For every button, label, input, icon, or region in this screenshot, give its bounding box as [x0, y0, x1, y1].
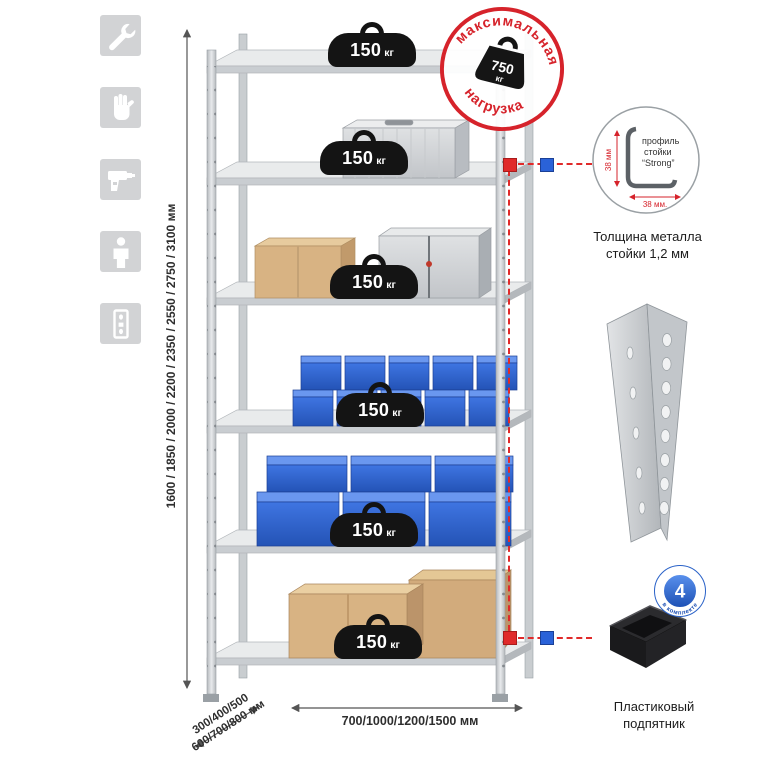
profile-title-line: “Strong”	[642, 158, 675, 168]
rack-front-posts	[203, 49, 508, 702]
weight-handle-icon	[362, 254, 386, 270]
callout-connector-top	[518, 163, 592, 165]
kit-count: 4	[675, 582, 686, 603]
weight-handle-icon	[352, 130, 376, 146]
load-value: 150	[356, 631, 388, 652]
kit-count-badge: 4 в комплекте	[654, 565, 706, 617]
height-dimension-label: 1600 / 1850 / 2000 / 2200 / 2350 / 2550 …	[164, 203, 178, 509]
load-value: 150	[342, 147, 374, 168]
blue-marker-square	[540, 631, 554, 645]
load-unit: кг	[392, 406, 402, 419]
thickness-caption-line2: стойки 1,2 мм	[606, 245, 689, 261]
load-unit: кг	[386, 278, 396, 291]
red-marker-square	[503, 158, 517, 172]
load-value: 150	[352, 271, 384, 292]
perforated-post-icon	[100, 303, 141, 344]
drill-icon	[100, 159, 141, 200]
thickness-caption-line1: Толщина металла	[593, 229, 702, 244]
profile-title-line: стойки	[644, 147, 672, 157]
callout-connector-vertical	[508, 170, 510, 631]
wrench-icon	[100, 15, 141, 56]
weight-handle-icon	[360, 22, 384, 38]
stamp-value: 750	[489, 57, 515, 77]
load-unit: кг	[384, 46, 394, 59]
gloves-icon	[100, 87, 141, 128]
load-unit: кг	[376, 154, 386, 167]
blue-marker-square	[540, 158, 554, 172]
profile-title-line: профиль	[642, 136, 680, 146]
profile-dim-horizontal: 38 мм.	[643, 200, 667, 209]
profile-dim-vertical: 38 мм	[604, 149, 613, 171]
width-dimension-label: 700/1000/1200/1500 мм	[341, 714, 479, 728]
weight-handle-icon	[362, 502, 386, 518]
weight-handle-icon	[366, 614, 390, 630]
callout-connector-bottom	[518, 637, 592, 639]
load-value: 150	[358, 399, 390, 420]
red-marker-square	[503, 631, 517, 645]
plastic-foot-image	[609, 605, 687, 668]
profile-detail-circle: 38 мм 38 мм. профиль стойки “Strong”	[592, 106, 700, 214]
stamp-unit: кг	[495, 73, 505, 85]
foot-caption: Пластиковый подпятник	[578, 699, 730, 733]
foot-caption-line2: подпятник	[623, 715, 685, 731]
load-value: 150	[350, 39, 382, 60]
load-unit: кг	[390, 638, 400, 651]
load-unit: кг	[386, 526, 396, 539]
load-value: 150	[352, 519, 384, 540]
foot-caption-line1: Пластиковый	[613, 699, 695, 714]
weight-handle-icon	[368, 382, 392, 398]
max-load-stamp: максимальная нагрузка 750 кг	[439, 1, 570, 132]
profile-cross-section	[625, 126, 678, 189]
person-icon	[100, 231, 141, 272]
stamp-weight-icon	[475, 36, 525, 89]
thickness-caption: Толщина металла стойки 1,2 мм	[570, 229, 725, 263]
corner-post-image	[606, 303, 688, 543]
